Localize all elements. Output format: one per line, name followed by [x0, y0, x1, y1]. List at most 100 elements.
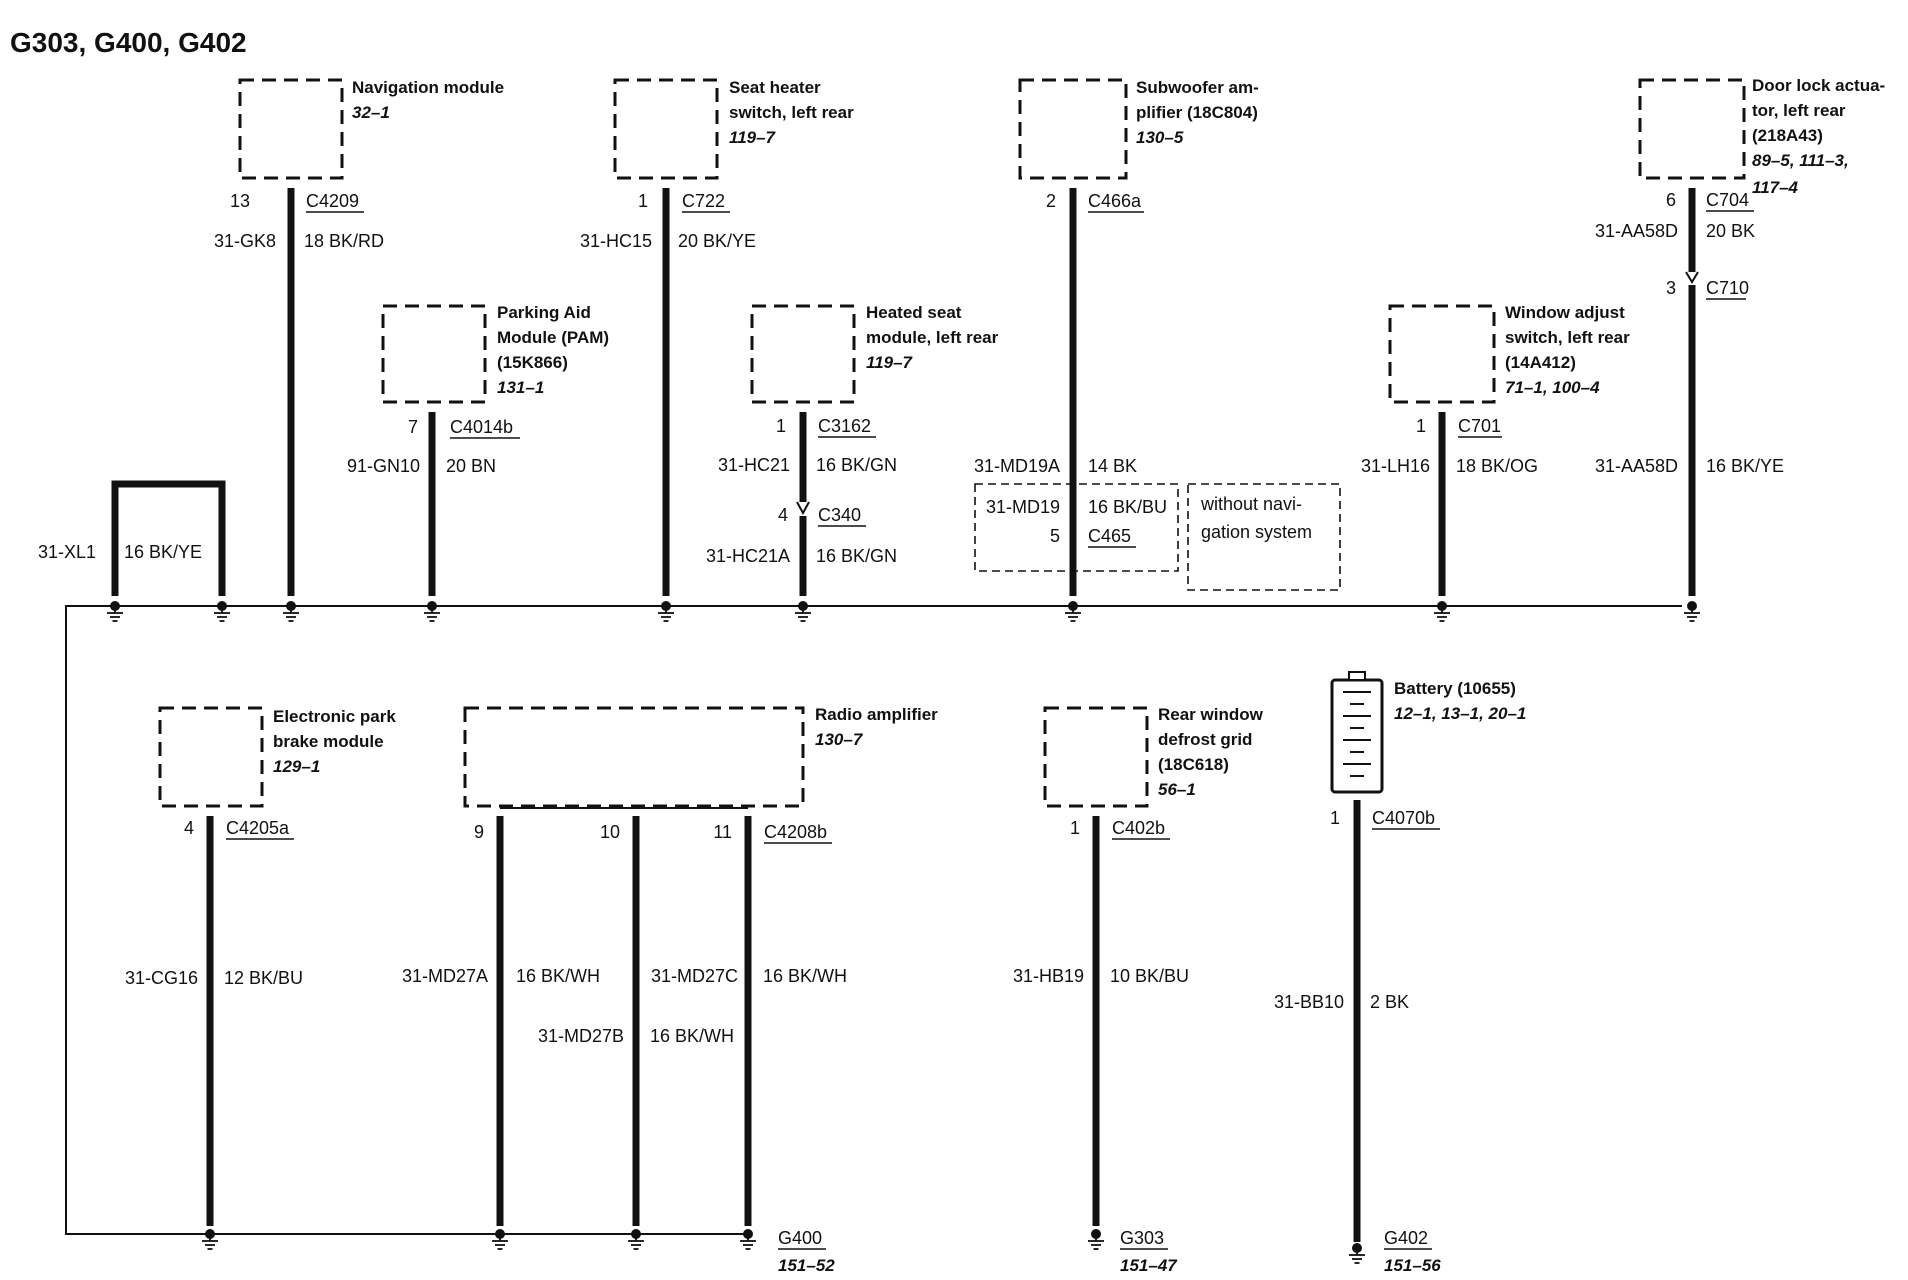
parking-aid-module-label: Parking Aid Module (PAM) (15K866) 131–1 [497, 303, 614, 397]
circuit-31-bb10: 31-BB10 [1274, 992, 1344, 1012]
wire-spec-31-gk8: 18 BK/RD [304, 231, 384, 251]
splice-ground-symbol-6 [795, 601, 811, 622]
wire-spec-91-gn10: 20 BN [446, 456, 496, 476]
pin-c4070b: 1 [1330, 808, 1340, 828]
connector-c4070b: C4070b [1372, 808, 1435, 828]
pin-c4014b: 7 [408, 417, 418, 437]
circuit-31-md19: 31-MD19 [986, 497, 1060, 517]
wire-spec-31-hb19: 10 BK/BU [1110, 966, 1189, 986]
wire-spec-31-lh16: 18 BK/OG [1456, 456, 1538, 476]
circuit-31-lh16: 31-LH16 [1361, 456, 1430, 476]
wire-spec-31-hc21a: 16 BK/GN [816, 546, 897, 566]
g402-ground-symbol [1349, 1243, 1365, 1264]
pin-c4209: 13 [230, 191, 250, 211]
circuit-31-hb19: 31-HB19 [1013, 966, 1084, 986]
circuit-31-xl1: 31-XL1 [38, 542, 96, 562]
splice-ground-symbol-9 [1684, 601, 1700, 622]
pin-c340: 4 [778, 505, 788, 525]
navigation-module-box [238, 78, 344, 180]
g400-ground-symbol-1 [202, 1229, 218, 1250]
window-adjust-switch-box [1388, 304, 1496, 404]
seat-heater-switch-box [613, 78, 719, 180]
connector-c466a: C466a [1088, 191, 1142, 211]
circuit-31-gk8: 31-GK8 [214, 231, 276, 251]
pin-c402b: 1 [1070, 818, 1080, 838]
g303-ground-symbol [1088, 1229, 1104, 1250]
rear-window-defrost-box [1043, 706, 1149, 808]
circuit-31-cg16: 31-CG16 [125, 968, 198, 988]
wire-spec-31-xl1: 16 BK/YE [124, 542, 202, 562]
wire-spec-31-hc21: 16 BK/GN [816, 455, 897, 475]
pin-c4208b-9: 9 [474, 822, 484, 842]
wire-spec-31-cg16: 12 BK/BU [224, 968, 303, 988]
seat-heater-switch-label: Seat heater switch, left rear 119–7 [729, 78, 858, 147]
circuit-31-hc15: 31-HC15 [580, 231, 652, 251]
radio-amplifier-box [463, 706, 805, 808]
inline-connector-c340 [796, 501, 810, 516]
ground-g303: G303 [1120, 1228, 1164, 1248]
circuit-31-md19a: 31-MD19A [974, 456, 1060, 476]
pin-c704: 6 [1666, 190, 1676, 210]
ground-g402: G402 [1384, 1228, 1428, 1248]
circuit-31-md27a: 31-MD27A [402, 966, 488, 986]
splice-ground-symbol-5 [658, 601, 674, 622]
connector-c3162: C3162 [818, 416, 871, 436]
door-lock-actuator-label: Door lock actua- tor, left rear (218A43)… [1752, 76, 1890, 197]
pin-c466a: 2 [1046, 191, 1056, 211]
circuit-91-gn10: 91-GN10 [347, 456, 420, 476]
splice-ground-symbol-7 [1065, 601, 1081, 622]
connector-c402b: C402b [1112, 818, 1165, 838]
connector-c465: C465 [1088, 526, 1131, 546]
g400-ground-symbol-3 [628, 1229, 644, 1250]
wire-spec-31-md19: 16 BK/BU [1088, 497, 1167, 517]
connector-c4014b: C4014b [450, 417, 513, 437]
pin-c4205a: 4 [184, 818, 194, 838]
wire-spec-31-hc15: 20 BK/YE [678, 231, 756, 251]
radio-amplifier-label: Radio amplifier 130–7 [815, 705, 942, 749]
pin-c4208b-11: 11 [713, 822, 732, 842]
option-note: without navi- gation system [1200, 494, 1312, 542]
electronic-park-brake-label: Electronic park brake module 129–1 [273, 707, 400, 776]
connector-c4208b: C4208b [764, 822, 827, 842]
upper-ground-bus [65, 605, 1682, 1235]
option-note-box [1187, 483, 1341, 591]
window-adjust-switch-label: Window adjust switch, left rear (14A412)… [1505, 303, 1634, 397]
ground-g400-ref: 151–52 [778, 1256, 835, 1275]
splice-ground-symbol-3 [283, 601, 299, 622]
g400-ground-symbol-4 [740, 1229, 756, 1250]
diagram-title: G303, G400, G402 [10, 27, 247, 58]
splice-ground-symbol-2 [214, 601, 230, 622]
wire-31-xl1 [111, 480, 226, 596]
connector-c722: C722 [682, 191, 725, 211]
circuit-31-aa58d-upper: 31-AA58D [1595, 221, 1678, 241]
splice-ground-symbol-1 [107, 601, 123, 622]
circuit-31-md27c: 31-MD27C [651, 966, 738, 986]
pin-c4208b-10: 10 [600, 822, 620, 842]
subwoofer-amplifier-box [1018, 78, 1128, 180]
wire-spec-31-aa58d-lower: 16 BK/YE [1706, 456, 1784, 476]
heated-seat-module-label: Heated seat module, left rear 119–7 [866, 303, 1003, 372]
connector-c710: C710 [1706, 278, 1749, 298]
circuit-31-hc21a: 31-HC21A [706, 546, 790, 566]
lower-ground-symbols [202, 1229, 1365, 1264]
pin-c465: 5 [1050, 526, 1060, 546]
navigation-module-label: Navigation module 32–1 [352, 78, 509, 122]
door-lock-actuator-box [1638, 78, 1746, 180]
ground-g402-ref: 151–56 [1384, 1256, 1441, 1275]
splice-ground-symbol-8 [1434, 601, 1450, 622]
circuit-31-hc21: 31-HC21 [718, 455, 790, 475]
wire-spec-31-md27c: 16 BK/WH [763, 966, 847, 986]
battery-label: Battery (10655) 12–1, 13–1, 20–1 [1394, 679, 1526, 723]
connector-c4209: C4209 [306, 191, 359, 211]
inline-connector-c710 [1685, 271, 1699, 284]
heated-seat-module-box [750, 304, 856, 404]
splice-ground-symbol-4 [424, 601, 440, 622]
connector-c4205a: C4205a [226, 818, 290, 838]
wire-spec-31-aa58d-upper: 20 BK [1706, 221, 1755, 241]
pin-c722: 1 [638, 191, 648, 211]
connector-c704: C704 [1706, 190, 1749, 210]
wire-spec-31-md27a: 16 BK/WH [516, 966, 600, 986]
circuit-31-md27b: 31-MD27B [538, 1026, 624, 1046]
circuit-31-aa58d-lower: 31-AA58D [1595, 456, 1678, 476]
